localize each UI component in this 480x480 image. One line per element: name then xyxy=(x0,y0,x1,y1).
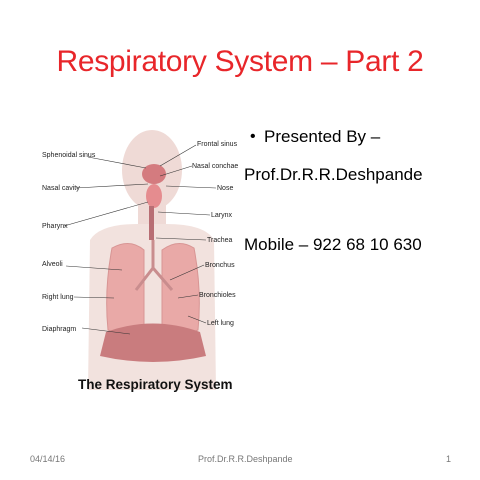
label-right-lung: Right lung xyxy=(42,294,74,301)
label-pharynx: Pharynx xyxy=(42,223,68,230)
diaphragm-shape xyxy=(100,323,206,362)
respiratory-system-diagram: Sphenoidal sinus Nasal cavity Pharynx Al… xyxy=(42,130,238,390)
label-larynx: Larynx xyxy=(211,212,233,219)
label-nose: Nose xyxy=(217,185,233,192)
label-left-lung: Left lung xyxy=(207,320,234,327)
label-frontal-sinus: Frontal sinus xyxy=(197,141,238,148)
mobile-line: Mobile – 922 68 10 630 xyxy=(244,235,422,254)
nasal-area xyxy=(142,164,166,240)
label-trachea: Trachea xyxy=(207,237,233,244)
label-sphenoidal-sinus: Sphenoidal sinus xyxy=(42,152,96,159)
label-alveoli: Alveoli xyxy=(42,261,63,268)
footer-date: 04/14/16 xyxy=(30,454,66,464)
presenter-line: Presented By – xyxy=(264,127,381,146)
label-nasal-cavity: Nasal cavity xyxy=(42,185,80,192)
bullet-icon: • xyxy=(250,128,256,145)
leader-lines xyxy=(63,144,217,335)
diagram-caption: The Respiratory System xyxy=(78,377,233,392)
footer-author: Prof.Dr.R.R.Deshpande xyxy=(198,454,293,464)
presenter-name: Prof.Dr.R.R.Deshpande xyxy=(244,165,423,184)
slide-title: Respiratory System – Part 2 xyxy=(56,45,424,78)
bullet-item: • Presented By – xyxy=(244,126,380,148)
label-bronchus: Bronchus xyxy=(205,262,235,269)
footer-page-number: 1 xyxy=(446,454,452,464)
lungs xyxy=(106,240,200,336)
label-bronchioles: Bronchioles xyxy=(199,292,236,299)
label-diaphragm: Diaphragm xyxy=(42,326,76,333)
label-nasal-conchae: Nasal conchae xyxy=(192,163,238,170)
